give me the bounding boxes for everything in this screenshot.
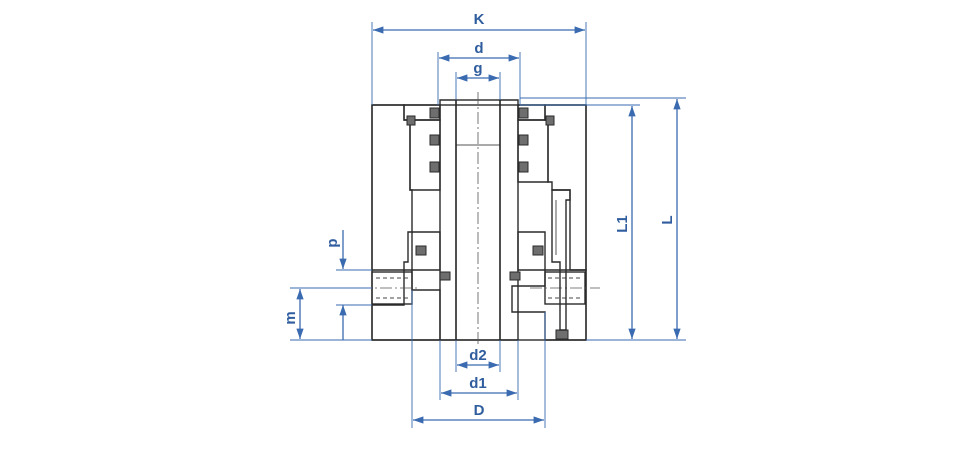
seals: [406, 107, 569, 340]
collar-right: [517, 231, 546, 271]
seal: [406, 115, 416, 126]
seal: [439, 271, 451, 281]
dim-label-d: d: [474, 40, 483, 57]
housing-left-section: [371, 104, 413, 271]
seal: [532, 245, 544, 256]
piston-right-wall: [499, 99, 519, 341]
dim-label-L: L: [659, 215, 676, 224]
seal: [509, 271, 521, 281]
collar-left: [411, 231, 441, 271]
dim-label-L1: L1: [614, 215, 631, 233]
seal: [545, 115, 555, 126]
dim-label-m: m: [282, 311, 299, 324]
dim-label-K: K: [474, 11, 485, 28]
housing: [371, 104, 587, 341]
dim-label-p: p: [324, 238, 341, 247]
piston-sleeve: [403, 92, 549, 345]
seal: [518, 107, 529, 119]
dim-label-g: g: [473, 60, 482, 77]
dimensions: K d g L1 L p m d2: [282, 11, 686, 428]
seal: [429, 134, 440, 146]
seal: [518, 134, 529, 146]
housing-left-lower-section: [371, 269, 441, 341]
dim-label-d1: d1: [469, 375, 487, 392]
seal: [429, 161, 440, 173]
dim-label-d2: d2: [469, 347, 487, 364]
ports: [300, 189, 600, 331]
seal: [518, 161, 529, 173]
bushing-left: [409, 119, 441, 191]
seal: [415, 245, 427, 256]
bushing-right: [517, 119, 549, 183]
seal: [429, 107, 440, 119]
bushing-left-step: [403, 104, 441, 121]
piston-left-wall: [439, 99, 457, 341]
oil-channel: [551, 189, 571, 331]
housing-right-lower-section: [511, 269, 587, 341]
dim-label-D: D: [474, 402, 485, 419]
seal: [555, 329, 569, 340]
